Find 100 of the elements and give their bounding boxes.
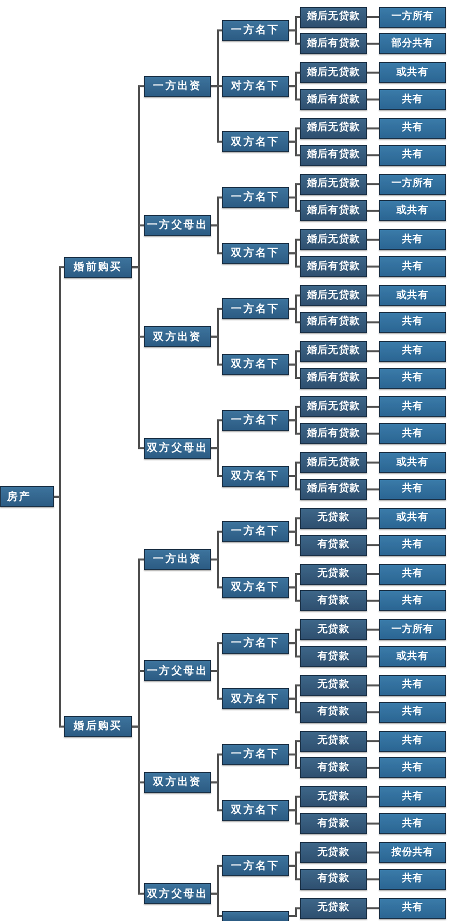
condition-box: 婚后有贷款 [300, 33, 367, 54]
result-box: 共有 [379, 730, 446, 752]
result-box: 或共有 [379, 452, 446, 474]
connector-line [367, 42, 379, 45]
category-box: 一方父母出 [144, 214, 211, 236]
condition-box: 有贷款 [300, 868, 367, 890]
connector-line [367, 740, 379, 742]
connector-line [367, 98, 379, 100]
result-box: 共有 [379, 674, 446, 696]
result-box: 共有 [379, 813, 446, 834]
result-box: 共有 [379, 534, 446, 556]
category-box: 双方名下 [222, 131, 289, 152]
condition-box: 有贷款 [300, 813, 367, 834]
connector-line [367, 852, 379, 854]
connector-line [367, 210, 379, 212]
condition-box: 婚后有贷款 [300, 89, 367, 110]
result-box: 或共有 [379, 285, 446, 306]
connector-line [211, 336, 222, 366]
condition-box: 婚后无贷款 [300, 229, 367, 250]
result-box: 共有 [379, 118, 446, 139]
result-box: 部分共有 [379, 33, 446, 54]
result-box: 按份共有 [379, 842, 446, 863]
result-box: 共有 [379, 423, 446, 444]
connector-line [289, 530, 300, 546]
connector-line [289, 642, 300, 658]
connector-line [367, 321, 379, 324]
connector-line [289, 364, 300, 379]
condition-box: 婚后有贷款 [300, 312, 367, 333]
category-box: 一方名下 [222, 632, 289, 654]
condition-box: 婚后有贷款 [300, 144, 367, 166]
category-box: 双方名下 [222, 576, 289, 598]
connector-line [289, 308, 300, 324]
category-box: 房产 [0, 486, 54, 508]
result-box: 共有 [379, 564, 446, 584]
connector-line [367, 183, 379, 186]
connector-line [367, 711, 379, 714]
category-box: 婚前购买 [64, 256, 132, 278]
connector-line [211, 85, 222, 143]
result-box: 共有 [379, 312, 446, 333]
category-box: 一方名下 [222, 410, 289, 431]
result-box: 共有 [379, 229, 446, 250]
category-box: 双方名下 [222, 688, 289, 710]
category-box: 一方名下 [222, 744, 289, 765]
condition-box: 无贷款 [300, 619, 367, 640]
connector-line [367, 406, 379, 408]
result-box: 共有 [379, 590, 446, 612]
result-box: 共有 [379, 340, 446, 362]
connector-line [367, 822, 379, 825]
result-box: 共有 [379, 478, 446, 500]
category-box: 一方出资 [144, 549, 211, 570]
connector-line [211, 224, 222, 254]
result-box: 共有 [379, 757, 446, 778]
condition-box: 婚后有贷款 [300, 368, 367, 388]
condition-box: 有贷款 [300, 646, 367, 667]
connector-line [367, 907, 379, 910]
connector-line [367, 766, 379, 769]
condition-box: 婚后无贷款 [300, 452, 367, 474]
connector-line [289, 809, 300, 825]
category-box: 一方父母出 [144, 660, 211, 682]
connector-line [367, 684, 379, 686]
condition-box: 有贷款 [300, 590, 367, 612]
category-box: 一方名下 [222, 521, 289, 542]
category-box: 一方名下 [222, 298, 289, 320]
result-box: 一方所有 [379, 6, 446, 28]
connector-line [132, 266, 144, 450]
connector-line [367, 294, 379, 296]
connector-line [367, 350, 379, 352]
condition-box: 婚后无贷款 [300, 285, 367, 306]
connector-line [367, 127, 379, 130]
connector-line [132, 726, 144, 895]
result-box: 共有 [379, 702, 446, 723]
category-box: 双方名下 [222, 242, 289, 264]
result-box: 共有 [379, 786, 446, 808]
connector-line [289, 419, 300, 435]
result-box: 一方所有 [379, 619, 446, 640]
condition-box: 婚后有贷款 [300, 256, 367, 278]
connector-line [367, 154, 379, 156]
category-box: 双方名下 [222, 354, 289, 376]
condition-box: 婚后无贷款 [300, 62, 367, 84]
category-box: 一方出资 [144, 76, 211, 97]
condition-box: 有贷款 [300, 702, 367, 723]
connector-line [367, 573, 379, 575]
connector-line [367, 377, 379, 379]
category-box: 一方名下 [222, 187, 289, 208]
category-box: 婚后购买 [64, 716, 132, 738]
connector-line [367, 238, 379, 241]
connector-line [211, 781, 222, 812]
connector-line [289, 907, 300, 918]
result-box: 共有 [379, 144, 446, 166]
connector-line [54, 496, 64, 728]
result-box: 或共有 [379, 508, 446, 529]
connector-line [289, 586, 300, 602]
connector-line [367, 600, 379, 602]
category-box: 双方名下 [222, 466, 289, 486]
result-box: 共有 [379, 396, 446, 418]
condition-box: 婚后无贷款 [300, 396, 367, 418]
category-box: 对方名下 [222, 76, 289, 97]
category-box: 双方出资 [144, 326, 211, 348]
connector-line [211, 892, 222, 918]
condition-box: 有贷款 [300, 534, 367, 556]
